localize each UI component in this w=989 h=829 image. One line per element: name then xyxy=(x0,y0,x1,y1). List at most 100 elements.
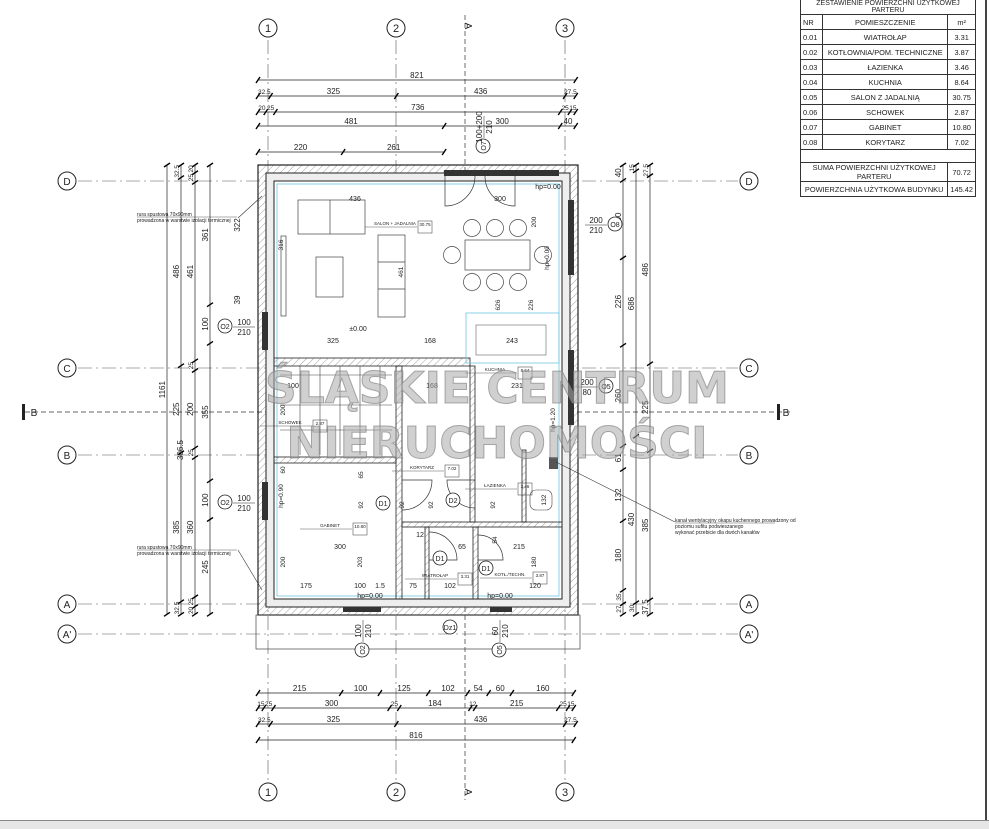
dimension-value: 27.5 xyxy=(564,717,577,724)
sum-label: SUMA POWIERZCHNI UŻYTKOWEJ PARTERU xyxy=(799,162,949,182)
dimension-value: 360 xyxy=(186,520,195,534)
dimension-tick xyxy=(338,689,344,697)
dimension-tick xyxy=(646,173,654,179)
interior-wall xyxy=(469,365,476,523)
dimension-tick xyxy=(191,358,199,364)
dimension-tick xyxy=(255,704,261,712)
dimension-tick xyxy=(573,76,579,84)
cell-nr: 0.08 xyxy=(799,134,824,150)
axis-label: A' xyxy=(745,630,754,641)
dimension-value: 25 xyxy=(561,105,569,112)
axis-bubble xyxy=(258,18,278,38)
note-text: wykonać przebicie dla dwóch kanałów xyxy=(675,530,760,536)
axis-label: B xyxy=(64,451,71,462)
dimension-label: 626 xyxy=(495,299,502,310)
dimension-tick xyxy=(465,689,471,697)
cell-nr: 0.01 xyxy=(799,29,824,45)
dimension-value: 355 xyxy=(201,405,210,419)
header-room: POMIESZCZENIE xyxy=(822,14,949,30)
dimension-tick xyxy=(163,611,171,617)
opening-code: D1 xyxy=(379,501,388,508)
cell-area: 7.02 xyxy=(947,134,976,150)
opening-code: D1 xyxy=(436,556,445,563)
dimension-tick xyxy=(255,689,261,697)
dimension-tick xyxy=(255,76,261,84)
dimension-value: 306.5 xyxy=(176,439,185,460)
axis-label: C xyxy=(745,364,752,375)
room-area: 3.46 xyxy=(521,484,530,489)
cell-area: 2.87 xyxy=(947,104,976,120)
dimension-tick xyxy=(571,689,577,697)
kitchen-counter xyxy=(465,312,560,364)
dining-chair xyxy=(534,246,552,264)
interior-wall xyxy=(472,526,479,600)
dimension-label: 231 xyxy=(511,383,523,390)
dimension-value: 215 xyxy=(510,699,524,708)
dimension-label: 325 xyxy=(327,338,339,345)
dimension-value: 30 xyxy=(629,605,636,613)
cell-name: SALON Z JADALNIĄ xyxy=(822,89,949,105)
tv-bench xyxy=(280,235,287,317)
opening-tags: O2100210O2100210O8200210O520080O7100+200… xyxy=(217,111,623,658)
note-text: rura spustowa 70x90mm xyxy=(137,545,192,551)
cell-area: 10.80 xyxy=(947,119,976,135)
dimension-tick xyxy=(255,122,261,130)
door-swing xyxy=(401,479,433,511)
section-marker xyxy=(777,404,780,420)
opening-width: 100 xyxy=(354,624,363,638)
area-summary-table: ZESTAWIENIE POWIERZCHNI UŻYTKOWEJ PARTER… xyxy=(799,0,976,197)
cell-name: SCHOWEK xyxy=(822,104,949,120)
dimension-label: 168 xyxy=(424,338,436,345)
dimension-tick xyxy=(467,704,474,712)
opening-bubble xyxy=(491,642,507,658)
dimension-label: 226 xyxy=(528,299,535,310)
dimension-tick xyxy=(441,122,447,130)
dining-chair xyxy=(463,219,481,237)
dining-chair xyxy=(463,273,481,291)
dimension-value: 100 xyxy=(201,317,210,331)
dimension-value: 15 xyxy=(629,164,636,172)
opening-height: 80 xyxy=(583,388,592,397)
opening-height: 210 xyxy=(237,328,251,337)
room-area: 3.87 xyxy=(536,573,545,578)
dimension-value: 180 xyxy=(614,548,623,562)
dimension-value: 220 xyxy=(294,143,308,152)
dimension-label: 200 xyxy=(531,216,538,227)
opening-tag: Dz1 xyxy=(442,619,458,635)
dimension-value: 322 xyxy=(233,218,242,232)
dimension-label: 200 xyxy=(280,404,287,415)
dining-chair xyxy=(443,246,461,264)
dimension-value: 245 xyxy=(201,560,210,574)
cell-name: ŁAZIENKA xyxy=(822,59,949,75)
dimension-tick xyxy=(206,340,214,346)
cell-area: 8.64 xyxy=(947,74,976,90)
window xyxy=(490,607,512,612)
opening-bubble xyxy=(475,138,491,154)
dimension-value: 54 xyxy=(474,684,483,693)
room-area-box xyxy=(417,220,433,234)
opening-tag: D1 xyxy=(432,550,448,566)
dimension-value: 15 xyxy=(569,105,577,112)
dimension-value: 25 xyxy=(265,701,273,708)
opening-code: O2 xyxy=(360,645,367,654)
dimension-tick xyxy=(646,448,654,454)
opening-bubble xyxy=(217,318,233,334)
opening-height: 210 xyxy=(237,504,251,513)
dimension-value: 260 xyxy=(614,388,623,402)
dimension-tick xyxy=(619,443,627,449)
dimension-tick xyxy=(191,367,199,374)
dimension-label: 203 xyxy=(357,556,364,567)
section-label: A xyxy=(462,23,473,30)
dimension-value: 27.5 xyxy=(564,89,577,96)
dimension-tick xyxy=(191,603,199,610)
dimension-tick xyxy=(565,704,571,712)
dimension-tick xyxy=(272,108,278,116)
cell-area: 3.31 xyxy=(947,29,976,45)
opening-height: 210 xyxy=(485,120,494,134)
room-area-box xyxy=(352,522,368,536)
ventilation-duct xyxy=(549,457,558,469)
